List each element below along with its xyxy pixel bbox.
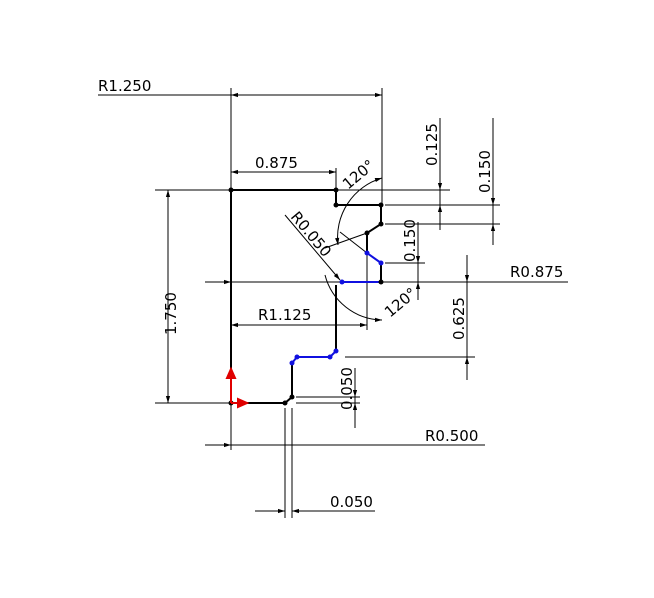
dim-r1125[interactable]: R1.125 (258, 306, 311, 324)
dim-r0500[interactable]: R0.500 (425, 427, 478, 445)
dim-0150-mid[interactable]: 0.150 (401, 219, 419, 262)
dim-angle-bottom[interactable]: 120° (381, 284, 420, 321)
dim-0150-right[interactable]: 0.150 (476, 150, 494, 193)
dim-0625[interactable]: 0.625 (450, 297, 468, 340)
dimension-lines (98, 92, 496, 514)
dim-angle-top[interactable]: 120° (339, 156, 378, 193)
dim-1750[interactable]: 1.750 (162, 292, 180, 335)
dim-r0050[interactable]: R0.050 (287, 208, 335, 260)
dim-0050-vertical[interactable]: 0.050 (338, 367, 356, 410)
dim-r0875[interactable]: R0.875 (510, 263, 563, 281)
dim-0875[interactable]: 0.875 (255, 154, 298, 172)
dim-r1250[interactable]: R1.250 (98, 77, 151, 95)
dim-0125[interactable]: 0.125 (423, 123, 441, 166)
origin-icon (225, 366, 250, 409)
dim-0050-horizontal[interactable]: 0.050 (330, 493, 373, 511)
